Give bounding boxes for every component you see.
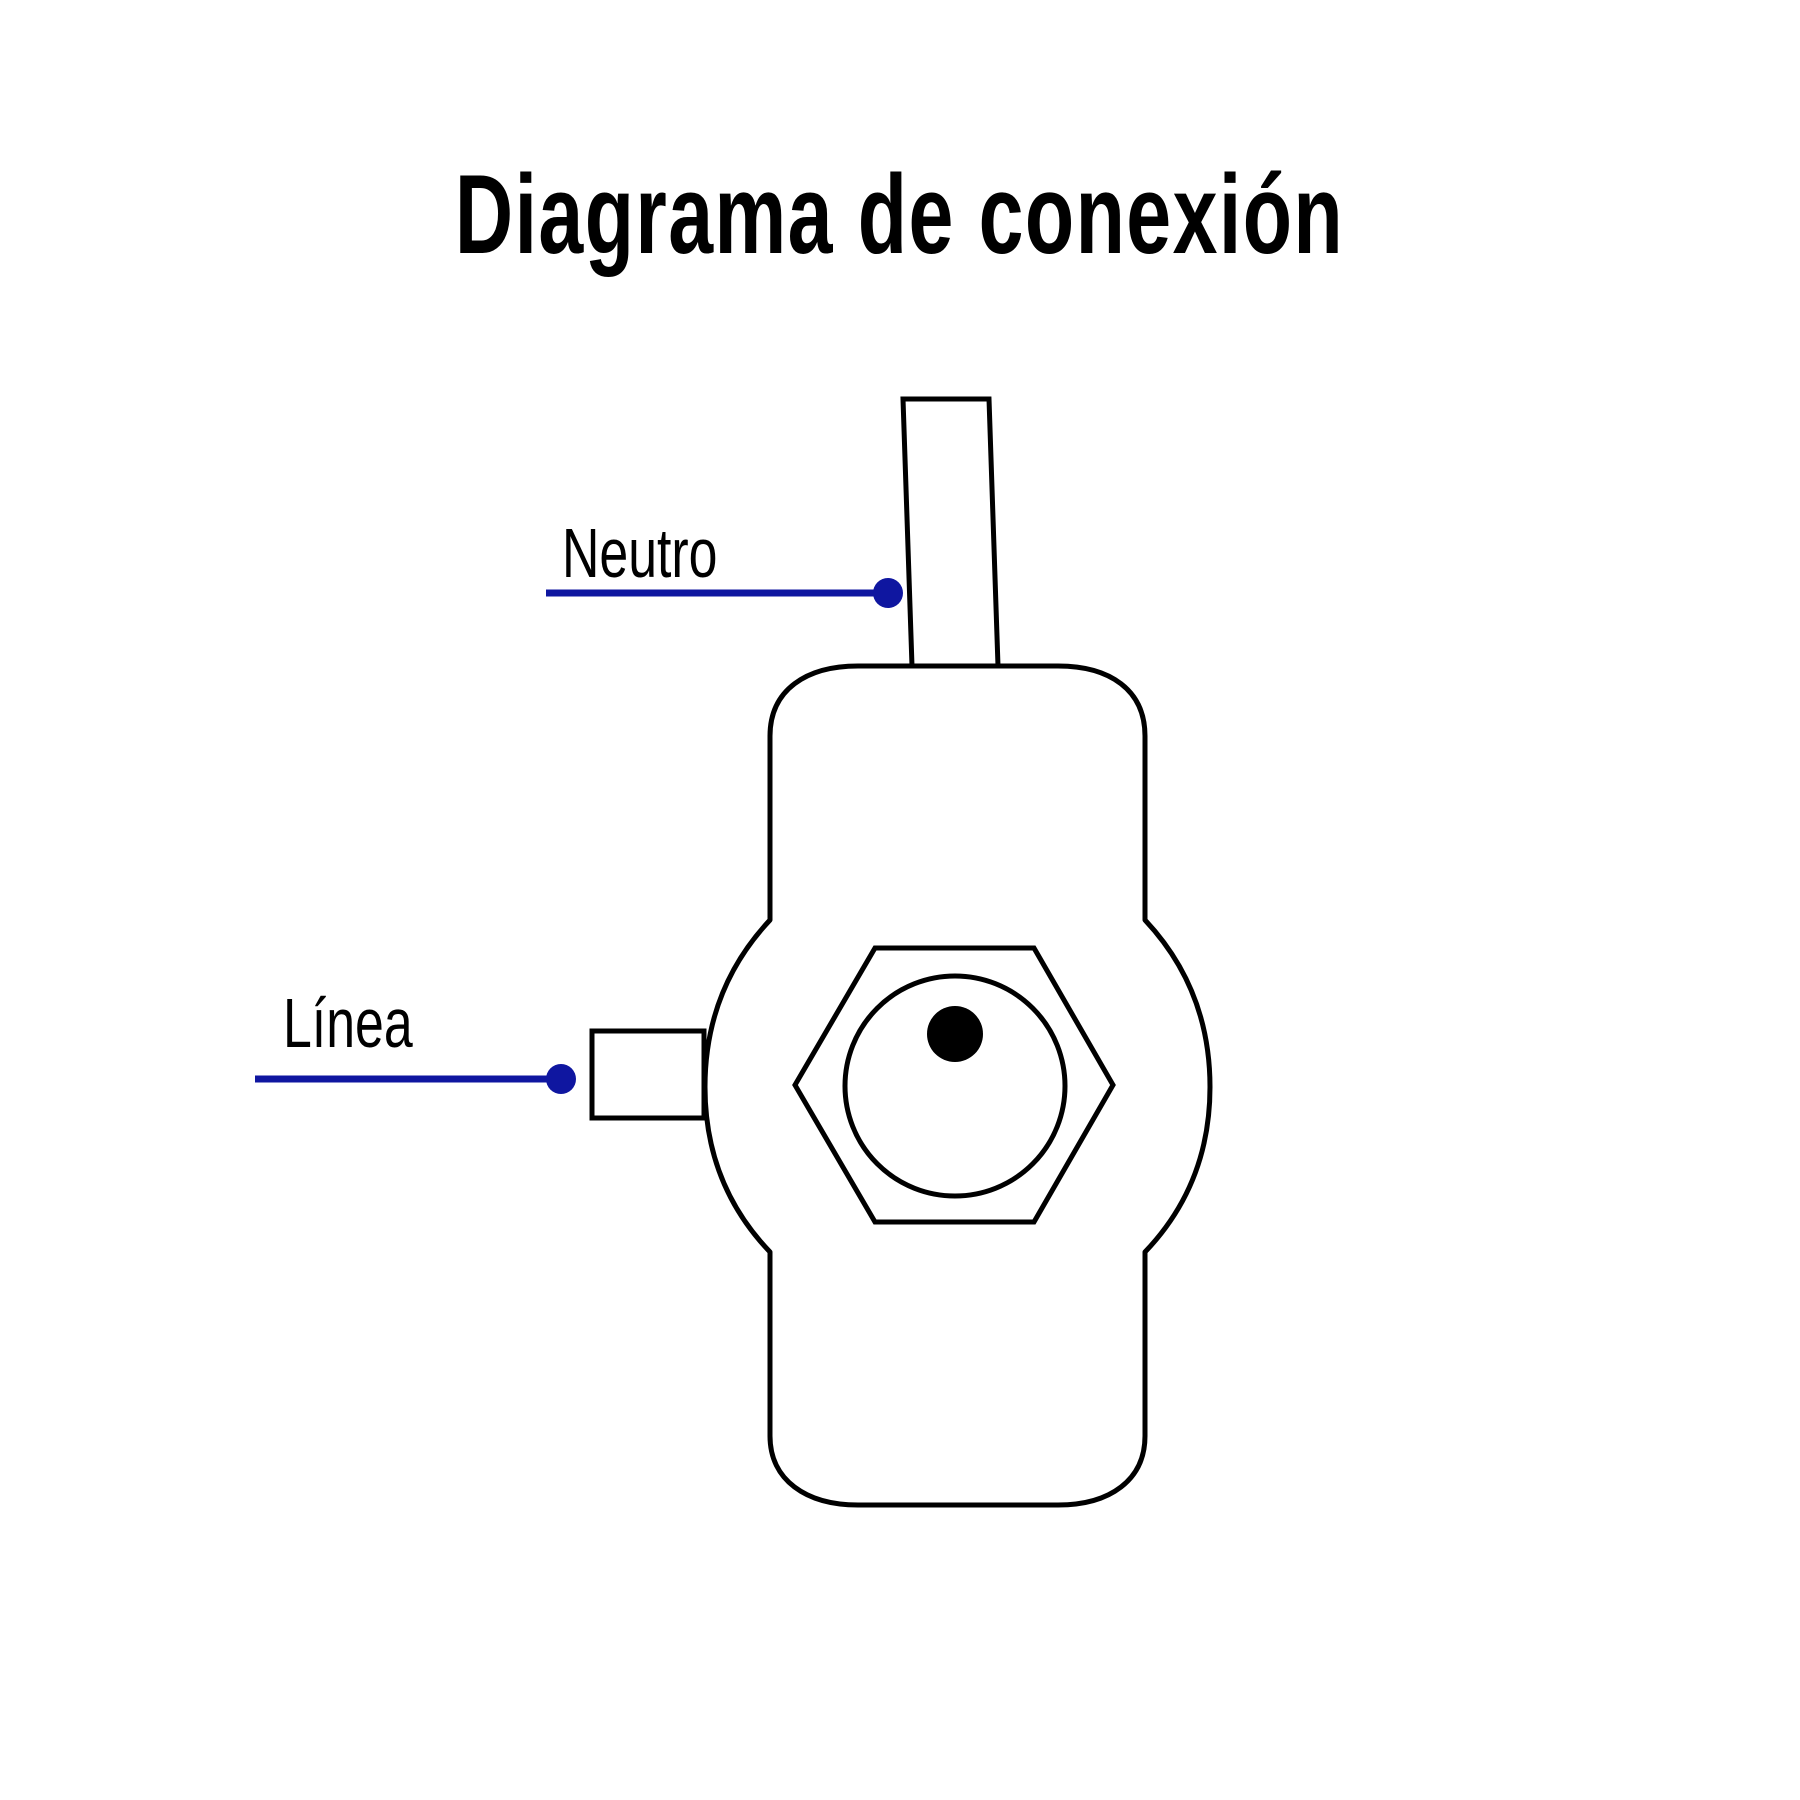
- contact-dot: [927, 1006, 983, 1062]
- line-label: Línea: [283, 984, 413, 1062]
- line-side-terminal: [589, 1028, 707, 1121]
- neutral-blade-terminal: [900, 396, 1001, 669]
- diagram-title: Diagrama de conexión: [455, 152, 1345, 277]
- device-body-outline: [702, 663, 1213, 1508]
- line-connection-point: [546, 1064, 576, 1094]
- neutral-label: Neutro: [562, 514, 718, 592]
- socket-circle: [842, 973, 1068, 1199]
- neutral-connection-point: [873, 578, 903, 608]
- hex-nut: [792, 945, 1116, 1225]
